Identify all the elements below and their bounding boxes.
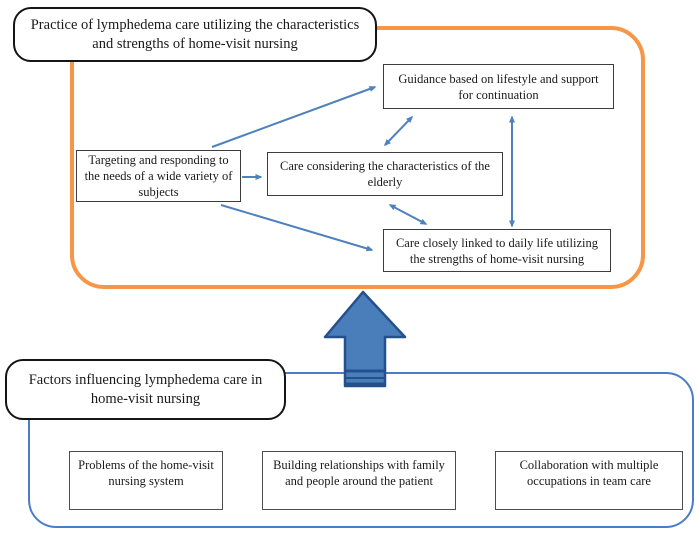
practice-section-label: Practice of lymphedema care utilizing th… — [13, 7, 377, 62]
factors-section-label-text: Factors influencing lymphedema care in h… — [28, 371, 263, 407]
targeting-box: Targeting and responding to the needs of… — [76, 150, 241, 202]
problems-box: Problems of the home-visit nursing syste… — [69, 451, 223, 510]
daily-life-care-box: Care closely linked to daily life utiliz… — [383, 229, 611, 272]
elderly-care-box-text: Care considering the characteristics of … — [280, 159, 490, 189]
collaboration-box-text: Collaboration with multiple occupations … — [519, 458, 659, 488]
factors-section-label: Factors influencing lymphedema care in h… — [5, 359, 286, 420]
guidance-box: Guidance based on lifestyle and support … — [383, 64, 614, 109]
relationships-box: Building relationships with family and p… — [262, 451, 456, 510]
problems-box-text: Problems of the home-visit nursing syste… — [78, 458, 214, 488]
guidance-box-text: Guidance based on lifestyle and support … — [398, 71, 599, 102]
collaboration-box: Collaboration with multiple occupations … — [495, 451, 683, 510]
targeting-box-text: Targeting and responding to the needs of… — [84, 153, 233, 199]
elderly-care-box: Care considering the characteristics of … — [267, 152, 503, 196]
daily-life-care-box-text: Care closely linked to daily life utiliz… — [395, 235, 599, 266]
practice-section-label-text: Practice of lymphedema care utilizing th… — [30, 16, 360, 52]
relationships-box-text: Building relationships with family and p… — [273, 458, 445, 488]
